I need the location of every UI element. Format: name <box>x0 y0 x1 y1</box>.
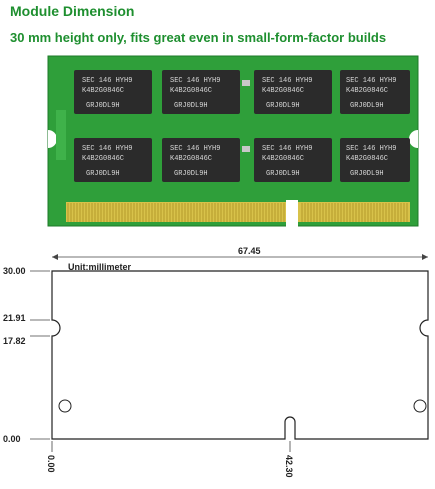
svg-text:SEC 146 HYH9: SEC 146 HYH9 <box>82 77 132 85</box>
memory-chip: SEC 146 HYH9 K4B2G0846C GRJ0DL9H <box>254 70 332 114</box>
svg-text:SEC 146 HYH9: SEC 146 HYH9 <box>170 145 220 153</box>
memory-chip: SEC 146 HYH9 K4B2G0846C GRJ0DL9H <box>340 138 410 182</box>
page-subtitle: 30 mm height only, fits great even in sm… <box>10 30 387 45</box>
y-label-1782: 17.82 <box>3 336 26 346</box>
svg-text:K4B2G0846C: K4B2G0846C <box>170 87 212 95</box>
svg-text:GRJ0DL9H: GRJ0DL9H <box>174 170 208 178</box>
memory-chip: SEC 146 HYH9 K4B2G0846C GRJ0DL9H <box>74 70 152 114</box>
width-label: 67.45 <box>238 246 261 256</box>
svg-text:GRJ0DL9H: GRJ0DL9H <box>86 170 120 178</box>
y-label-0: 0.00 <box>3 434 21 444</box>
gold-contacts <box>66 202 410 222</box>
memory-chip: SEC 146 HYH9 K4B2G0846C GRJ0DL9H <box>254 138 332 182</box>
svg-text:SEC 146 HYH9: SEC 146 HYH9 <box>346 145 396 153</box>
memory-chip: SEC 146 HYH9 K4B2G0846C GRJ0DL9H <box>162 138 240 182</box>
svg-text:SEC 146 HYH9: SEC 146 HYH9 <box>170 77 220 85</box>
svg-text:K4B2G0846C: K4B2G0846C <box>262 155 304 163</box>
dimension-diagram: 67.45 Unit:millimeter 30.00 21.91 17.82 … <box>3 246 429 478</box>
svg-text:SEC 146 HYH9: SEC 146 HYH9 <box>82 145 132 153</box>
svg-text:GRJ0DL9H: GRJ0DL9H <box>174 102 208 110</box>
unit-label: Unit:millimeter <box>68 262 132 272</box>
svg-text:SEC 146 HYH9: SEC 146 HYH9 <box>262 145 312 153</box>
module-outline <box>51 270 429 440</box>
page-title: Module Dimension <box>10 3 135 19</box>
y-label-2191: 21.91 <box>3 313 26 323</box>
ram-module-image: SEC 146 HYH9 K4B2G0846C GRJ0DL9H SEC 146… <box>47 55 419 230</box>
y-label-30: 30.00 <box>3 266 26 276</box>
svg-text:GRJ0DL9H: GRJ0DL9H <box>350 170 384 178</box>
svg-text:GRJ0DL9H: GRJ0DL9H <box>266 102 300 110</box>
svg-text:GRJ0DL9H: GRJ0DL9H <box>350 102 384 110</box>
svg-text:K4B2G0846C: K4B2G0846C <box>262 87 304 95</box>
svg-text:K4B2G0846C: K4B2G0846C <box>82 87 124 95</box>
svg-text:K4B2G0846C: K4B2G0846C <box>82 155 124 163</box>
svg-text:K4B2G0846C: K4B2G0846C <box>170 155 212 163</box>
svg-text:GRJ0DL9H: GRJ0DL9H <box>86 102 120 110</box>
x-label-4230: 42.30 <box>284 455 294 478</box>
svg-text:GRJ0DL9H: GRJ0DL9H <box>266 170 300 178</box>
memory-chip: SEC 146 HYH9 K4B2G0846C GRJ0DL9H <box>340 70 410 114</box>
svg-text:K4B2G0846C: K4B2G0846C <box>346 155 388 163</box>
svg-text:K4B2G0846C: K4B2G0846C <box>346 87 388 95</box>
x-label-0: 0.00 <box>46 455 56 473</box>
svg-text:SEC 146 HYH9: SEC 146 HYH9 <box>346 77 396 85</box>
memory-chip: SEC 146 HYH9 K4B2G0846C GRJ0DL9H <box>162 70 240 114</box>
memory-chip: SEC 146 HYH9 K4B2G0846C GRJ0DL9H <box>74 138 152 182</box>
svg-text:SEC 146 HYH9: SEC 146 HYH9 <box>262 77 312 85</box>
